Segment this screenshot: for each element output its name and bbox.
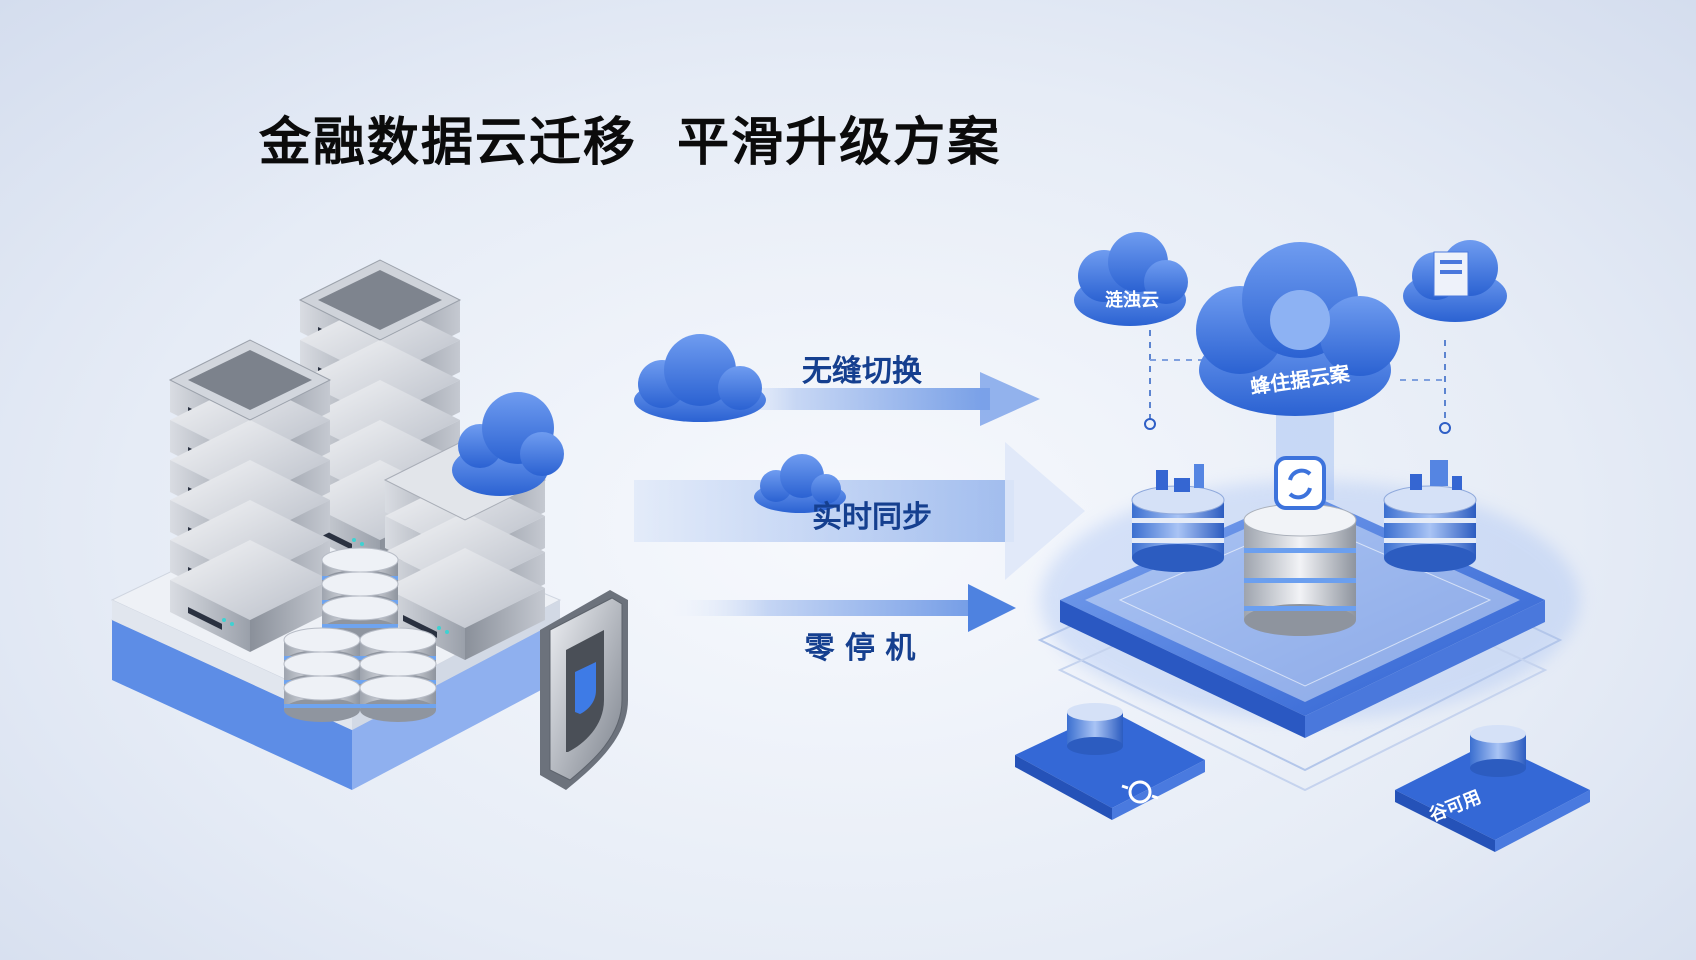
source-cloud-icon (452, 392, 564, 496)
flow-zero-downtime: 零 停 机 (648, 584, 1016, 666)
recovery-card (1015, 703, 1205, 820)
sync-icon (1274, 456, 1326, 510)
source-datacenter (110, 259, 628, 790)
flow-label: 零 停 机 (805, 631, 916, 666)
flow-label: 实时同步 (812, 500, 932, 535)
flow-seamless-switch: 无缝切换 (634, 334, 1040, 426)
secondary-cloud-label: 涟浊云 (1105, 289, 1159, 311)
secondary-cloud-icon: 涟浊云 (1074, 232, 1188, 326)
flow-realtime-sync: 实时同步 (634, 442, 1085, 580)
availability-card: 谷可用 (1395, 725, 1590, 852)
database-icon (1383, 460, 1477, 572)
target-cloud-platform: 蜂住据云案 涟浊云 (1015, 232, 1590, 852)
flow-label: 无缝切换 (802, 354, 923, 389)
main-cloud-icon: 蜂住据云案 (1196, 242, 1400, 416)
central-database-icon (1243, 456, 1357, 636)
database-icon (1131, 464, 1225, 572)
page-title: 金融数据云迁移 平滑升级方案 (258, 113, 1002, 173)
cloud-icon (634, 334, 766, 422)
migration-flows: 无缝切换 实时同步 零 停 机 (634, 334, 1085, 666)
refresh-icon (1121, 780, 1159, 804)
cloud-icon (754, 454, 846, 513)
shield-icon (540, 590, 628, 790)
server-cloud-icon (1403, 240, 1507, 322)
